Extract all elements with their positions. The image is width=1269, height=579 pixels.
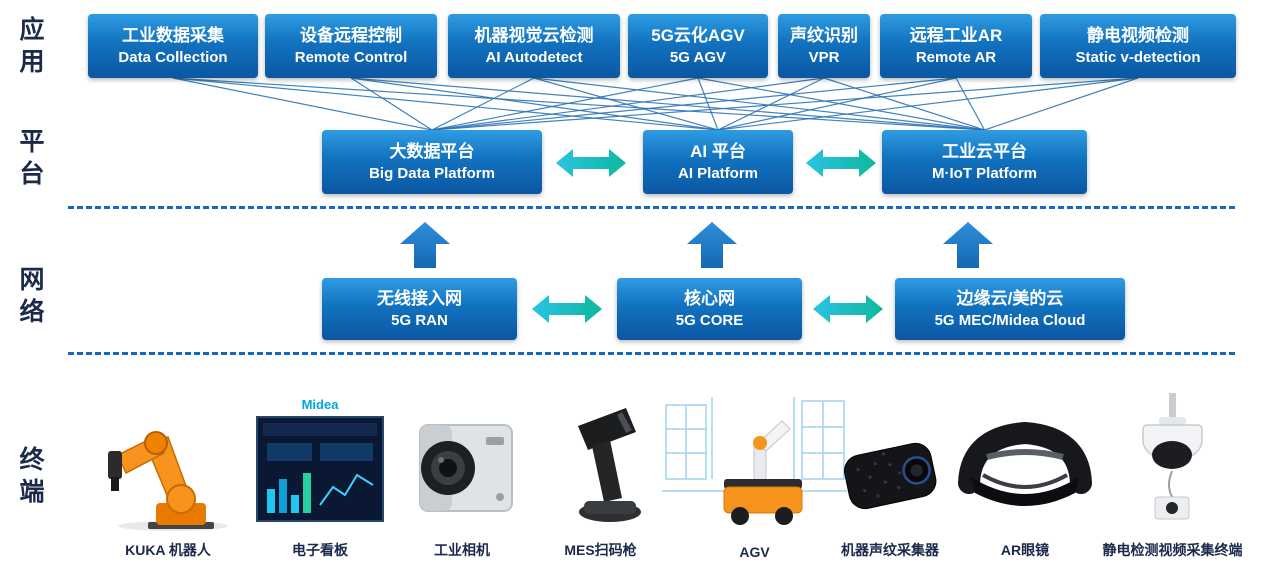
network-box-5g-mec: 边缘云/美的云 5G MEC/Midea Cloud bbox=[895, 278, 1125, 340]
platform-box-zh: AI 平台 bbox=[690, 142, 746, 162]
network-box-5g-core: 核心网 5G CORE bbox=[617, 278, 802, 340]
app-box-zh: 声纹识别 bbox=[790, 26, 858, 46]
terminal-kuka-robot: KUKA 机器人 bbox=[98, 378, 238, 560]
network-box-zh: 无线接入网 bbox=[377, 289, 462, 309]
platform-box-en: M·IoT Platform bbox=[932, 165, 1037, 183]
app-box-en: Data Collection bbox=[118, 49, 228, 67]
double-arrow-icon bbox=[532, 295, 602, 323]
platform-box-ai: AI 平台 AI Platform bbox=[643, 130, 793, 194]
app-box-zh: 工业数据采集 bbox=[122, 26, 224, 46]
up-arrow-icon bbox=[943, 222, 993, 268]
terminal-label: KUKA 机器人 bbox=[125, 542, 211, 558]
up-arrow-icon bbox=[400, 222, 450, 268]
app-box-zh: 远程工业AR bbox=[909, 26, 1003, 46]
up-arrow-icon bbox=[687, 222, 737, 268]
terminal-electronic-board: Midea 电子看板 bbox=[255, 378, 385, 560]
terminal-industrial-camera: 工业相机 bbox=[402, 378, 522, 560]
app-box-en: Static v-detection bbox=[1075, 49, 1201, 67]
terminal-label: 电子看板 bbox=[292, 542, 348, 558]
dome-camera-image bbox=[1142, 393, 1203, 520]
layer-label-network: 网络 bbox=[16, 266, 44, 330]
ar-glasses-image bbox=[958, 421, 1092, 506]
platform-box-miot: 工业云平台 M·IoT Platform bbox=[882, 130, 1087, 194]
app-box-en: Remote Control bbox=[294, 49, 408, 67]
app-box-remote-control: 设备远程控制 Remote Control bbox=[265, 14, 437, 78]
double-arrow-icon bbox=[556, 149, 626, 177]
kuka-robot-image bbox=[108, 431, 228, 531]
platform-box-zh: 工业云平台 bbox=[942, 142, 1027, 162]
dashed-divider-platform-network bbox=[68, 206, 1235, 209]
app-box-remote-ar: 远程工业AR Remote AR bbox=[880, 14, 1032, 78]
app-box-vpr: 声纹识别 VPR bbox=[778, 14, 870, 78]
agv-robot-image bbox=[662, 397, 847, 525]
platform-box-en: AI Platform bbox=[677, 165, 758, 183]
dashed-divider-network-terminal bbox=[68, 352, 1235, 355]
app-box-zh: 机器视觉云检测 bbox=[474, 26, 594, 46]
terminal-label: 静电检测视频采集终端 bbox=[1102, 542, 1243, 558]
network-box-en: 5G RAN bbox=[391, 312, 448, 330]
terminal-ar-glasses: AR眼镜 bbox=[955, 378, 1095, 560]
network-box-en: 5G MEC/Midea Cloud bbox=[934, 312, 1086, 330]
network-box-en: 5G CORE bbox=[675, 312, 744, 330]
terminal-dome-camera: 静电检测视频采集终端 bbox=[1103, 378, 1243, 560]
network-box-zh: 边缘云/美的云 bbox=[956, 289, 1064, 309]
layer-label-platform: 平台 bbox=[16, 128, 44, 192]
layer-label-terminal: 终端 bbox=[16, 446, 44, 510]
platform-box-big-data: 大数据平台 Big Data Platform bbox=[322, 130, 542, 194]
terminal-label: 机器声纹采集器 bbox=[841, 542, 939, 558]
app-box-industrial-data-collection: 工业数据采集 Data Collection bbox=[88, 14, 258, 78]
app-box-static-video-detection: 静电视频检测 Static v-detection bbox=[1040, 14, 1236, 78]
electronic-board-image: Midea bbox=[256, 397, 384, 522]
app-box-en: Remote AR bbox=[915, 49, 997, 67]
double-arrow-icon bbox=[806, 149, 876, 177]
app-box-machine-vision: 机器视觉云检测 AI Autodetect bbox=[448, 14, 620, 78]
terminal-barcode-scanner: MES扫码枪 bbox=[548, 378, 653, 560]
industrial-camera-image bbox=[419, 424, 513, 512]
layer-label-application: 应用 bbox=[16, 16, 44, 80]
terminal-label: AGV bbox=[739, 544, 770, 560]
terminal-label: AR眼镜 bbox=[1000, 542, 1050, 558]
terminal-agv: AGV bbox=[662, 378, 847, 560]
app-box-zh: 设备远程控制 bbox=[300, 26, 402, 46]
platform-box-zh: 大数据平台 bbox=[389, 142, 475, 162]
network-box-zh: 核心网 bbox=[684, 289, 735, 309]
board-brand-text: Midea bbox=[302, 397, 340, 412]
voiceprint-collector-image bbox=[844, 442, 937, 510]
terminal-label: 工业相机 bbox=[434, 542, 490, 558]
network-box-5g-ran: 无线接入网 5G RAN bbox=[322, 278, 517, 340]
barcode-scanner-image bbox=[578, 408, 641, 522]
app-box-5g-agv: 5G云化AGV 5G AGV bbox=[628, 14, 768, 78]
terminal-label: MES扫码枪 bbox=[564, 542, 637, 558]
app-box-en: AI Autodetect bbox=[485, 49, 583, 67]
app-box-en: VPR bbox=[808, 49, 840, 67]
double-arrow-icon bbox=[813, 295, 883, 323]
app-box-zh: 5G云化AGV bbox=[651, 26, 745, 46]
app-box-zh: 静电视频检测 bbox=[1087, 26, 1189, 46]
app-box-en: 5G AGV bbox=[669, 49, 727, 67]
platform-box-en: Big Data Platform bbox=[369, 165, 495, 183]
terminal-voiceprint-collector: 机器声纹采集器 bbox=[840, 378, 940, 560]
